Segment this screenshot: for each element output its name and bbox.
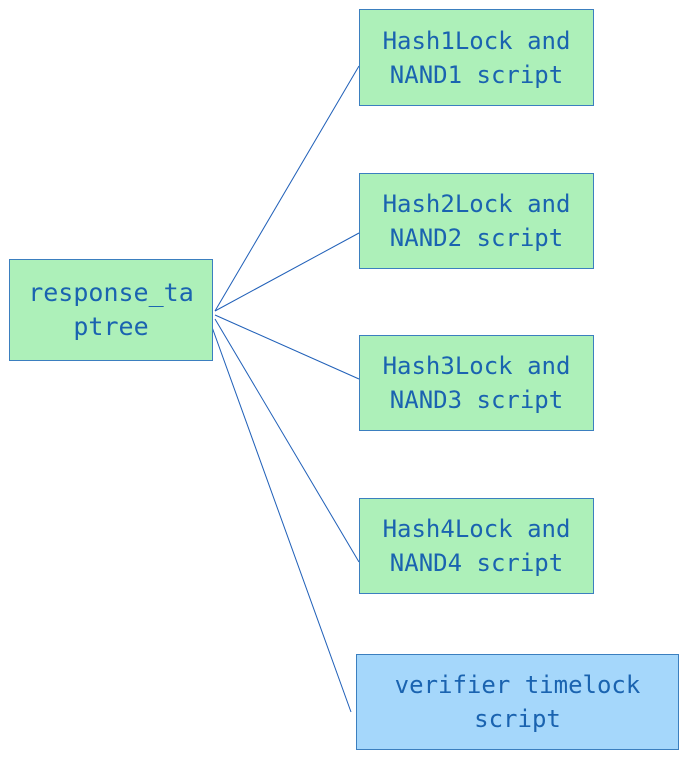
hash3lock-nand3-node: Hash3Lock and NAND3 script xyxy=(359,335,594,431)
edge-root-to-hash4 xyxy=(214,318,360,563)
edge-root-to-hash3 xyxy=(214,314,360,380)
edge-root-to-hash2 xyxy=(214,232,360,312)
verifier-timelock-label: verifier timelock script xyxy=(394,671,641,733)
edge-root-to-verifier xyxy=(207,315,352,713)
verifier-timelock-node: verifier timelock script xyxy=(356,654,679,750)
hash1lock-nand1-node: Hash1Lock and NAND1 script xyxy=(359,9,594,106)
hash1lock-nand1-label: Hash1Lock and NAND1 script xyxy=(382,26,571,89)
hash2lock-nand2-label: Hash2Lock and NAND2 script xyxy=(382,190,571,252)
response-taptree-node: response_ta ptree xyxy=(9,259,213,361)
hash3lock-nand3-label: Hash3Lock and NAND3 script xyxy=(382,352,571,414)
hash4lock-nand4-label: Hash4Lock and NAND4 script xyxy=(382,515,571,577)
response-taptree-label: response_ta ptree xyxy=(28,278,194,341)
edge-root-to-hash1 xyxy=(214,65,360,312)
hash2lock-nand2-node: Hash2Lock and NAND2 script xyxy=(359,173,594,269)
hash4lock-nand4-node: Hash4Lock and NAND4 script xyxy=(359,498,594,594)
